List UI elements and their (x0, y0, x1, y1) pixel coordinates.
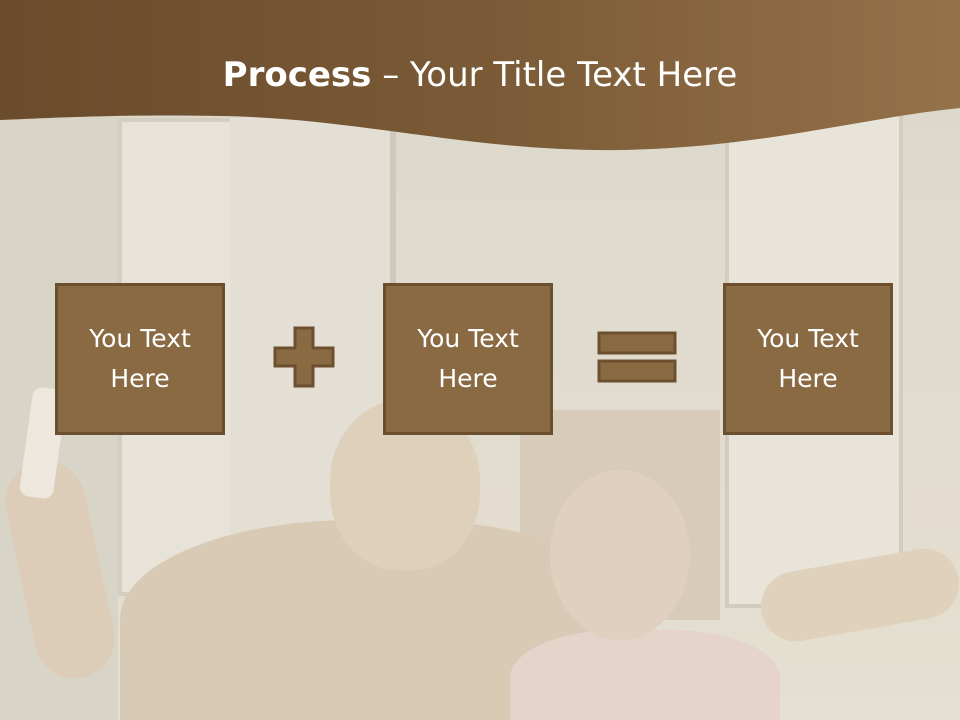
box-3-line-1: You Text (757, 324, 859, 353)
title-bold: Process (222, 55, 372, 95)
equals-icon (597, 331, 677, 383)
title-separator: – (371, 55, 411, 95)
plus-icon (273, 326, 335, 388)
box-3-line-2: Here (778, 364, 838, 393)
title-banner (0, 0, 960, 151)
title-text: Your Title Text Here (410, 55, 738, 95)
box-2-line-2: Here (438, 364, 498, 393)
box-1-line-2: Here (110, 364, 170, 393)
box-2-line-1: You Text (417, 324, 519, 353)
box-1-line-1: You Text (89, 324, 191, 353)
slide-title: Process – Your Title Text Here (0, 52, 960, 98)
